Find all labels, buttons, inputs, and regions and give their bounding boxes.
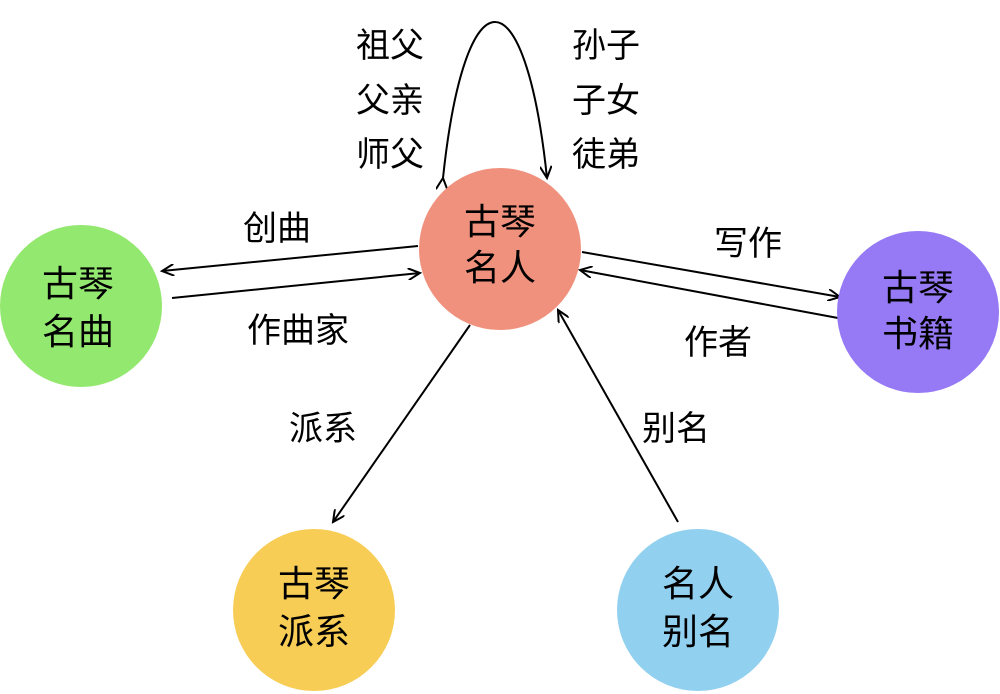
edge-composer bbox=[171, 273, 420, 299]
node-music-circle bbox=[0, 225, 162, 387]
node-school: 古琴 派系 bbox=[233, 529, 395, 691]
node-alias-line1: 名人 bbox=[662, 564, 734, 605]
edge-composer-label: 作曲家 bbox=[247, 311, 349, 351]
self-out-label-1: 孙子 bbox=[572, 26, 640, 66]
node-school-line2: 派系 bbox=[278, 612, 350, 653]
edge-compose-label: 创曲 bbox=[243, 209, 311, 249]
edge-school-label: 派系 bbox=[289, 409, 357, 449]
edge-alias-label: 别名 bbox=[642, 409, 710, 449]
node-music-line1: 古琴 bbox=[42, 264, 114, 305]
edge-write bbox=[581, 251, 840, 297]
node-music-line2: 名曲 bbox=[42, 312, 114, 353]
self-in-label-3: 师父 bbox=[356, 135, 424, 175]
node-school-circle bbox=[233, 529, 395, 691]
edge-author bbox=[580, 270, 839, 319]
node-center: 古琴 名人 bbox=[419, 168, 581, 330]
node-books-line1: 古琴 bbox=[882, 268, 954, 309]
node-center-line2: 名人 bbox=[464, 248, 536, 289]
edge-alias bbox=[558, 310, 679, 523]
node-alias: 名人 别名 bbox=[617, 529, 779, 691]
node-center-line1: 古琴 bbox=[464, 202, 536, 243]
node-music: 古琴 名曲 bbox=[0, 225, 162, 387]
self-loop-edge bbox=[443, 21, 547, 178]
self-in-label-2: 父亲 bbox=[356, 81, 424, 121]
self-out-label-3: 徒弟 bbox=[572, 135, 640, 175]
node-books-line2: 书籍 bbox=[882, 314, 954, 355]
edge-school bbox=[333, 324, 471, 522]
node-books-circle bbox=[837, 231, 999, 393]
node-alias-line2: 别名 bbox=[662, 612, 734, 653]
node-books: 古琴 书籍 bbox=[837, 231, 999, 393]
self-in-label-1: 祖父 bbox=[356, 26, 424, 66]
edge-author-label: 作者 bbox=[684, 323, 752, 363]
edge-write-label: 写作 bbox=[714, 224, 782, 264]
edge-compose bbox=[162, 245, 419, 271]
node-center-circle bbox=[419, 168, 581, 330]
self-out-label-2: 子女 bbox=[572, 81, 640, 121]
node-school-line1: 古琴 bbox=[278, 564, 350, 605]
node-alias-circle bbox=[617, 529, 779, 691]
